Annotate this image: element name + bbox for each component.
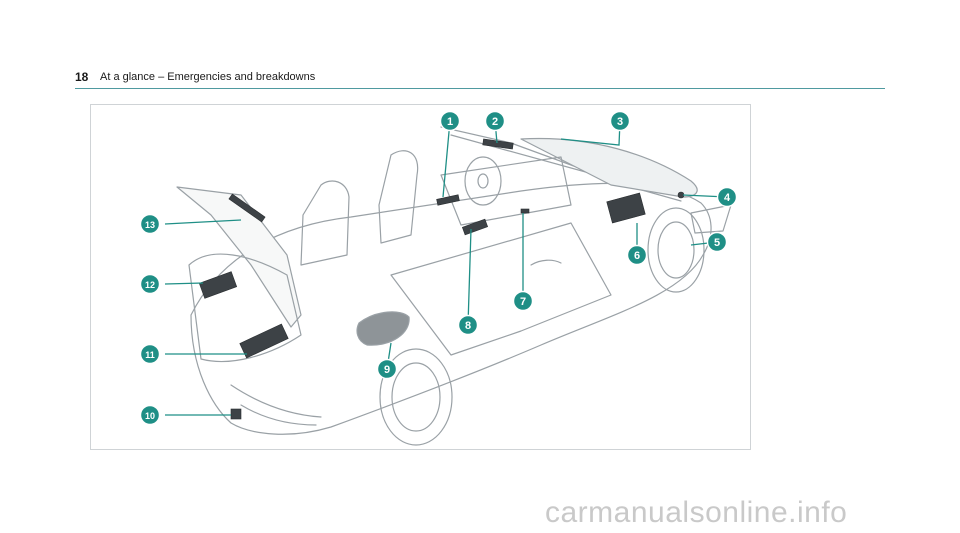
callout-number: 5: [714, 237, 720, 249]
callout-number: 13: [145, 220, 155, 230]
callout-circle: [706, 231, 728, 253]
callout-circle: [376, 358, 398, 380]
callout-marker-11: 11: [139, 343, 161, 365]
callout-number: 7: [520, 296, 526, 308]
callout-number: 12: [145, 280, 155, 290]
callout-marker-12: 12: [139, 273, 161, 295]
callout-number: 1: [447, 116, 453, 128]
callout-circle: [484, 110, 506, 132]
callout-circle: [439, 110, 461, 132]
callout-marker-10: 10: [139, 404, 161, 426]
trunk-floor-component: [239, 323, 289, 359]
callout-circle: [626, 244, 648, 266]
callout-circle: [139, 343, 161, 365]
callout-circle: [139, 404, 161, 426]
center-console-component: [461, 218, 489, 236]
rear-door-component: [228, 193, 266, 223]
fuel-filler-flap: [356, 311, 410, 346]
callout-number: 4: [724, 192, 731, 204]
callout-circle: [139, 273, 161, 295]
callout-number: 6: [634, 250, 640, 262]
callout-marker-4: 4: [716, 186, 738, 208]
header-rule: [75, 88, 885, 89]
callout-circle: [716, 186, 738, 208]
trunk-lid: [176, 186, 302, 328]
callout-number: 2: [492, 116, 498, 128]
rear-bumper-component: [230, 408, 242, 420]
overhead-component: [482, 138, 514, 150]
car-body-outline: [190, 182, 712, 435]
callout-marker-2: 2: [484, 110, 506, 132]
callout-number: 11: [145, 350, 155, 360]
page-number: 18: [75, 70, 89, 84]
callout-circle: [457, 314, 479, 336]
running-head: At a glance – Emergencies and breakdowns: [100, 71, 316, 83]
callout-circle: [139, 213, 161, 235]
callout-marker-5: 5: [706, 231, 728, 253]
front-seat: [378, 150, 419, 244]
callout-number: 10: [145, 411, 155, 421]
callout-marker-3: 3: [609, 110, 631, 132]
rear-seat: [300, 180, 350, 266]
callout-marker-13: 13: [139, 213, 161, 235]
trunk-box-component: [198, 271, 238, 299]
callout-circle: [512, 290, 534, 312]
callout-marker-9: 9: [376, 358, 398, 380]
glovebox-component: [436, 194, 460, 206]
engine-compartment-component: [606, 192, 646, 224]
callout-marker-1: 1: [439, 110, 461, 132]
page-header: 18 At a glance – Emergencies and breakdo…: [0, 0, 960, 95]
rear-wheel: [379, 348, 453, 446]
callout-number: 3: [617, 116, 623, 128]
front-wheel: [647, 207, 705, 293]
callout-number: 8: [465, 320, 471, 332]
callout-marker-8: 8: [457, 314, 479, 336]
callout-marker-6: 6: [626, 244, 648, 266]
callout-marker-7: 7: [512, 290, 534, 312]
watermark: carmanualsonline.info: [545, 496, 848, 529]
steering-wheel: [464, 156, 502, 206]
hood: [520, 137, 698, 198]
callout-number: 9: [384, 364, 390, 376]
callout-circle: [609, 110, 631, 132]
